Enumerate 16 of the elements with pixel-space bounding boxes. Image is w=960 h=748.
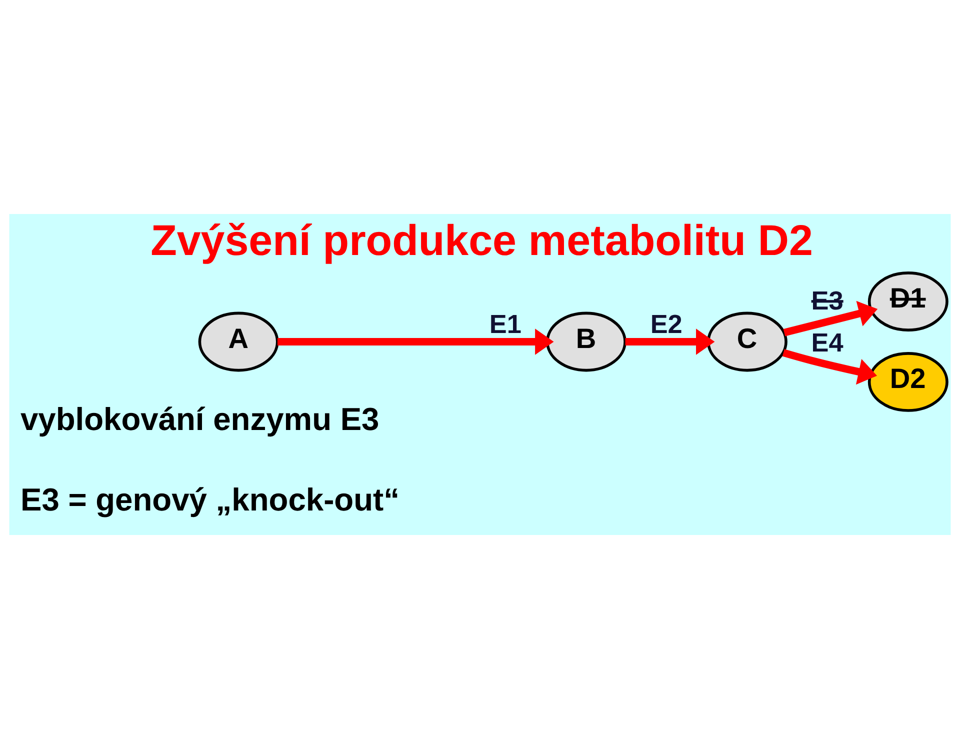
diagram-title: Zvýšení produkce metabolitu D2 bbox=[150, 216, 813, 264]
arrow bbox=[782, 348, 877, 384]
label: vyblokování enzymu E3 bbox=[20, 400, 380, 436]
node-ellipse: D1 bbox=[868, 271, 948, 331]
edge-label: E1 bbox=[489, 308, 522, 338]
node-ellipse: D2 bbox=[868, 352, 948, 412]
node-ellipse: B bbox=[546, 311, 626, 372]
label: E3 = genový „knock-out“ bbox=[20, 480, 400, 517]
edge-label: E4 bbox=[811, 326, 844, 357]
edge-label: E3 bbox=[811, 284, 844, 315]
node-ellipse: C bbox=[706, 311, 788, 372]
arrow bbox=[277, 328, 554, 354]
node-ellipse: A bbox=[198, 311, 279, 372]
edge-label: E2 bbox=[650, 308, 682, 338]
arrow bbox=[625, 328, 715, 354]
arrow bbox=[783, 300, 878, 336]
